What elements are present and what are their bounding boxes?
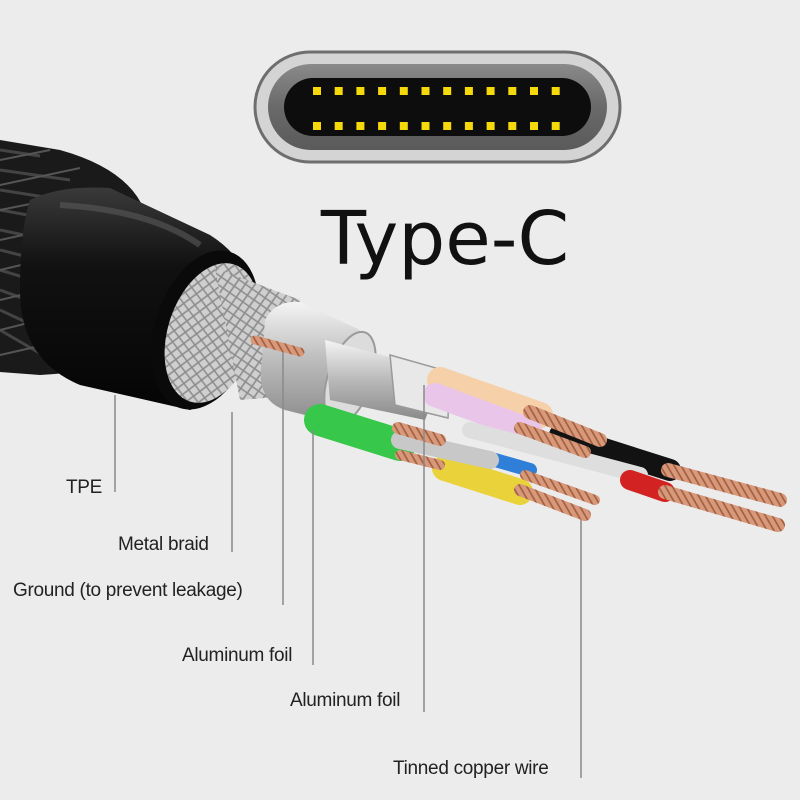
connector-pin bbox=[399, 122, 408, 130]
connector-pin bbox=[464, 87, 473, 95]
connector-pin bbox=[313, 122, 321, 130]
connector-pin bbox=[399, 87, 408, 95]
label-tinned-copper-wire: Tinned copper wire bbox=[393, 758, 549, 779]
connector-pin bbox=[313, 87, 321, 95]
connector-pin bbox=[356, 87, 365, 95]
connector-pin bbox=[334, 87, 343, 95]
connector-pin bbox=[486, 122, 495, 130]
label-metal-braid: Metal braid bbox=[118, 534, 209, 555]
connector-pin bbox=[551, 87, 560, 95]
connector-pin bbox=[421, 87, 430, 95]
connector-pin bbox=[378, 122, 387, 130]
connector-pin bbox=[508, 87, 517, 95]
connector-pin bbox=[421, 122, 430, 130]
label-aluminum-foil-2: Aluminum foil bbox=[290, 690, 401, 711]
connector-pin bbox=[530, 87, 538, 95]
label-tpe: TPE bbox=[66, 477, 103, 498]
connector-pin bbox=[356, 122, 365, 130]
connector-pin bbox=[551, 122, 560, 130]
connector-pin bbox=[486, 87, 495, 95]
tinned-copper-strands bbox=[392, 405, 787, 532]
connector-pin bbox=[443, 122, 452, 130]
type-c-connector-icon bbox=[253, 50, 622, 164]
label-ground: Ground (to prevent leakage) bbox=[13, 580, 243, 601]
label-aluminum-foil-1: Aluminum foil bbox=[182, 645, 293, 666]
connector-pin bbox=[378, 87, 387, 95]
connector-pin bbox=[443, 87, 452, 95]
connector-pins bbox=[313, 87, 560, 130]
connector-pin bbox=[464, 122, 473, 130]
connector-pin bbox=[508, 122, 517, 130]
ground-drain-wire bbox=[250, 335, 305, 357]
page-title: Type-C bbox=[320, 196, 570, 282]
connector-pin bbox=[334, 122, 343, 130]
connector-pin bbox=[530, 122, 538, 130]
label-leader-lines bbox=[114, 352, 582, 778]
signal-wires bbox=[304, 367, 681, 505]
